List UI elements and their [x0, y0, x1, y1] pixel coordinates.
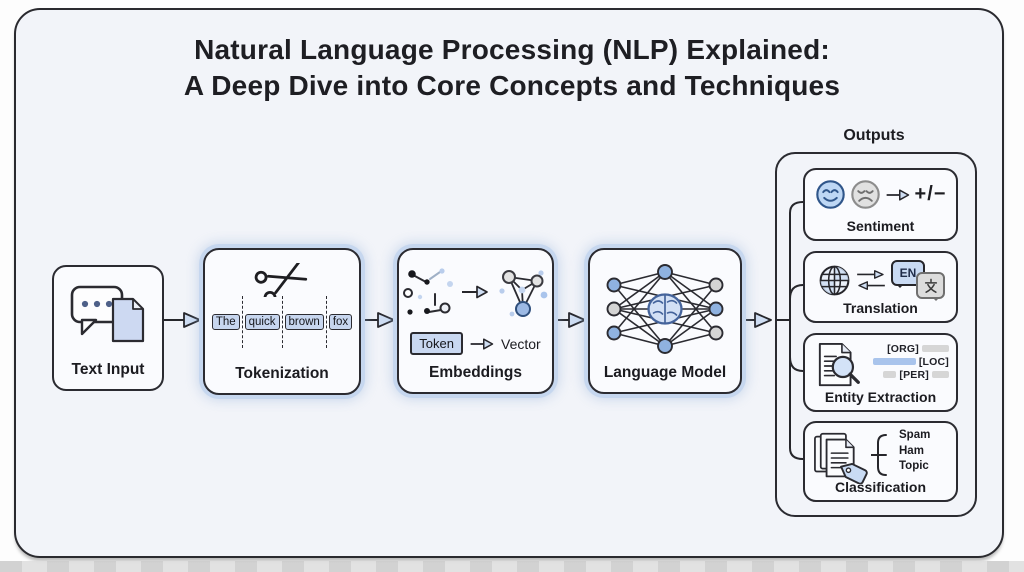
token-quick: quick	[244, 314, 280, 330]
surface-texture	[0, 561, 1024, 572]
outputs-container	[775, 152, 977, 517]
token-cut-line	[241, 296, 243, 348]
highlight-bar	[872, 358, 916, 365]
vector-cluster-icon	[498, 270, 547, 317]
sad-face-icon	[850, 180, 880, 209]
token-the: The	[211, 314, 240, 330]
class-bracket	[871, 434, 887, 476]
class-spam: Spam	[899, 429, 931, 441]
sentiment-score-text: +/−	[914, 183, 947, 205]
embeddings-label: Embeddings	[428, 364, 522, 381]
class-ham: Ham	[899, 444, 924, 457]
entity-tag-loc: [LOC]	[918, 355, 949, 368]
language-model-label: Language Model	[603, 364, 727, 381]
redacted-bar	[922, 345, 949, 352]
translation-illustration: EN 文	[805, 260, 956, 301]
title-line-2: A Deep Dive into Core Concepts and Techn…	[183, 70, 841, 101]
tokenization-box: The quick brown fox Tokenization	[203, 248, 361, 395]
neural-network-icon	[606, 264, 724, 354]
entity-row-loc: [LOC]	[872, 355, 949, 368]
happy-face-icon	[815, 180, 845, 209]
tag-icon	[840, 462, 868, 484]
token-brown: brown	[284, 314, 324, 330]
arrow-icon	[886, 188, 909, 201]
swap-arrows-icon	[857, 270, 885, 290]
sentiment-label: Sentiment	[846, 218, 915, 234]
sentiment-card: +/− Sentiment	[803, 168, 958, 241]
scissors-icon	[254, 263, 308, 297]
title-line-1: Natural Language Processing (NLP) Explai…	[194, 34, 830, 65]
language-model-box: Language Model	[588, 248, 742, 394]
arrow-icon	[461, 285, 488, 299]
token-cut-line	[325, 296, 327, 348]
token-cut-line	[281, 296, 283, 348]
entity-tag-org: [ORG]	[887, 342, 919, 355]
document-magnifier-icon	[818, 342, 860, 387]
text-input-box: Text Input	[52, 265, 164, 391]
entity-extraction-label: Entity Extraction	[824, 389, 937, 405]
language-bubbles: EN 文	[891, 260, 945, 301]
classification-card: Spam Ham Topic Classification	[803, 421, 958, 502]
scatter-dots-icon	[402, 268, 453, 315]
tokenization-label: Tokenization	[235, 365, 329, 382]
target-language-bubble: 文	[916, 272, 945, 301]
token-to-vector-row: Token Vector	[399, 332, 552, 355]
entity-tag-rows: [ORG] [LOC] [PER]	[872, 342, 949, 381]
brain-icon	[647, 293, 683, 325]
entity-tag-per: [PER]	[899, 368, 929, 381]
entity-row-org: [ORG]	[887, 342, 949, 355]
class-topic: Topic	[899, 460, 929, 472]
arrow-icon	[470, 337, 494, 350]
embeddings-illustration	[399, 264, 552, 320]
class-list: Spam Ham Topic	[899, 428, 930, 475]
entity-extraction-card: [ORG] [LOC] [PER] Entity Extraction	[803, 333, 958, 412]
token-fox: fox	[328, 314, 353, 330]
classification-label: Classification	[834, 479, 927, 495]
chinese-character-icon	[924, 278, 937, 293]
page-title: Natural Language Processing (NLP) Explai…	[0, 32, 1024, 104]
stacked-documents-tag-icon	[814, 432, 868, 484]
chat-bubble-document-icon	[70, 285, 145, 343]
globe-icon	[819, 265, 850, 295]
token-row: The quick brown fox	[205, 296, 359, 348]
entity-row-per: [PER]	[883, 368, 949, 381]
token-chip: Token	[410, 332, 463, 355]
sentiment-illustration: +/−	[805, 179, 956, 210]
redacted-bar	[883, 371, 897, 378]
vector-label: Vector	[501, 335, 541, 352]
embeddings-box: Token Vector Embeddings	[397, 248, 554, 394]
text-input-label: Text Input	[71, 361, 145, 378]
translation-label: Translation	[843, 300, 918, 316]
translation-card: EN 文 Translation	[803, 251, 958, 323]
outputs-heading: Outputs	[843, 127, 905, 144]
redacted-bar	[932, 371, 949, 378]
